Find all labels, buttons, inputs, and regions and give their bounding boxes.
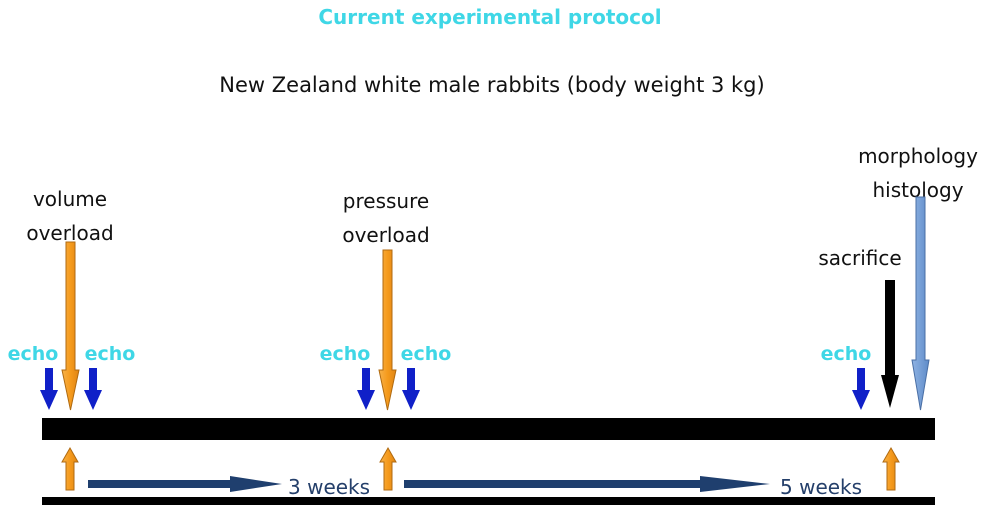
pressure-overload-arrow xyxy=(378,249,397,411)
duration-arrow-5-weeks xyxy=(404,476,770,492)
sacrifice-label: sacrifice xyxy=(818,246,901,270)
echo-label: echo xyxy=(401,343,452,365)
echo-label: echo xyxy=(8,343,59,365)
volume-overload-label-line2: overload xyxy=(26,221,113,245)
diagram-subtitle: New Zealand white male rabbits (body wei… xyxy=(219,73,764,97)
time-point-arrow xyxy=(379,446,397,491)
pressure-overload-label-line1: pressure xyxy=(343,189,429,213)
echo-arrow xyxy=(357,368,375,410)
timeline-bar xyxy=(42,418,935,440)
echo-label: echo xyxy=(821,343,872,365)
duration-arrow-3-weeks xyxy=(88,476,282,492)
morphology-histology-arrow xyxy=(911,196,930,411)
diagram-title: Current experimental protocol xyxy=(318,5,661,29)
duration-label-3-weeks: 3 weeks xyxy=(288,475,370,499)
echo-label: echo xyxy=(85,343,136,365)
time-point-arrow xyxy=(61,446,79,491)
volume-overload-label-line1: volume xyxy=(33,187,107,211)
morphology-label: morphology xyxy=(858,144,978,168)
time-point-arrow xyxy=(882,446,900,491)
pressure-overload-label-line2: overload xyxy=(342,223,429,247)
echo-arrow xyxy=(852,368,870,410)
echo-arrow xyxy=(40,368,58,410)
volume-overload-arrow xyxy=(61,241,80,411)
baseline-bar xyxy=(42,497,935,505)
echo-label: echo xyxy=(320,343,371,365)
echo-arrow xyxy=(84,368,102,410)
sacrifice-arrow xyxy=(881,280,899,408)
duration-label-5-weeks: 5 weeks xyxy=(780,475,862,499)
echo-arrow xyxy=(402,368,420,410)
